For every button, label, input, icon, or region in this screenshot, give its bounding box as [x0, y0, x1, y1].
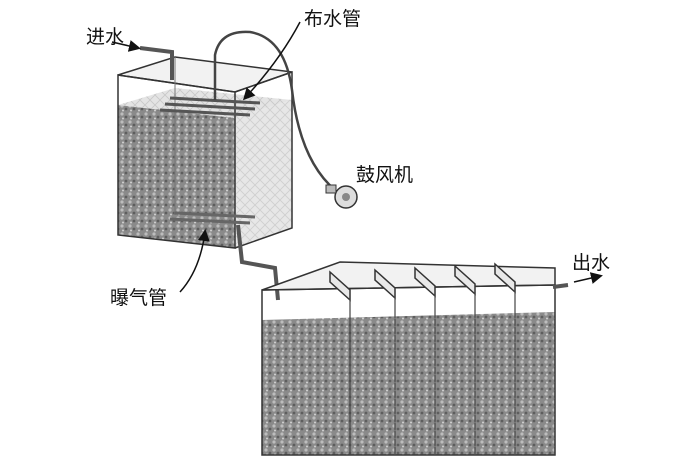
- aeration-pipe: [169, 211, 256, 225]
- blower: [325, 184, 358, 209]
- label-aeration-pipe: 曝气管: [110, 287, 168, 309]
- distribution-pipe: [159, 96, 261, 117]
- label-outlet: 出水: [572, 252, 611, 274]
- label-inlet: 进水: [86, 26, 125, 48]
- aeration-tank: [117, 56, 293, 249]
- outlet-pipe: [552, 283, 569, 289]
- label-blower: 鼓风机: [356, 164, 414, 186]
- inlet-pipe: [139, 46, 174, 80]
- blower-tube: [213, 30, 336, 191]
- label-distribution-pipe: 布水管: [304, 8, 362, 30]
- annotation-arrows: [111, 21, 603, 293]
- compartment-tank: [261, 261, 556, 456]
